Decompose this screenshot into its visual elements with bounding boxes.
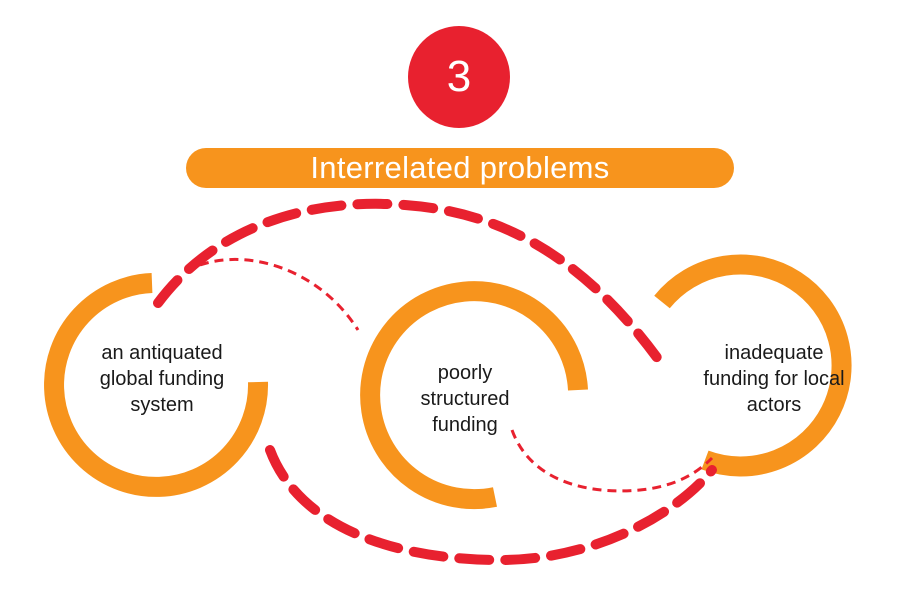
connector-bottom-arc (265, 445, 717, 566)
connector-thin-top (199, 257, 360, 331)
node-label-antiquated-system: an antiquated global funding system (99, 342, 225, 416)
node-label-inadequate-local: inadequate funding for local actors (703, 342, 845, 416)
section-title-text: Interrelated problems (310, 150, 610, 185)
connector-top-arc (153, 198, 671, 375)
node-label-poorly-structured: poorly structured funding (420, 362, 510, 436)
step-number-badge: 3 (408, 26, 510, 128)
middle-ring (360, 281, 588, 510)
connector-thin-bottom (510, 429, 714, 493)
right-ring (654, 254, 852, 477)
section-title: Interrelated problems (186, 148, 734, 188)
left-ring (44, 273, 269, 497)
